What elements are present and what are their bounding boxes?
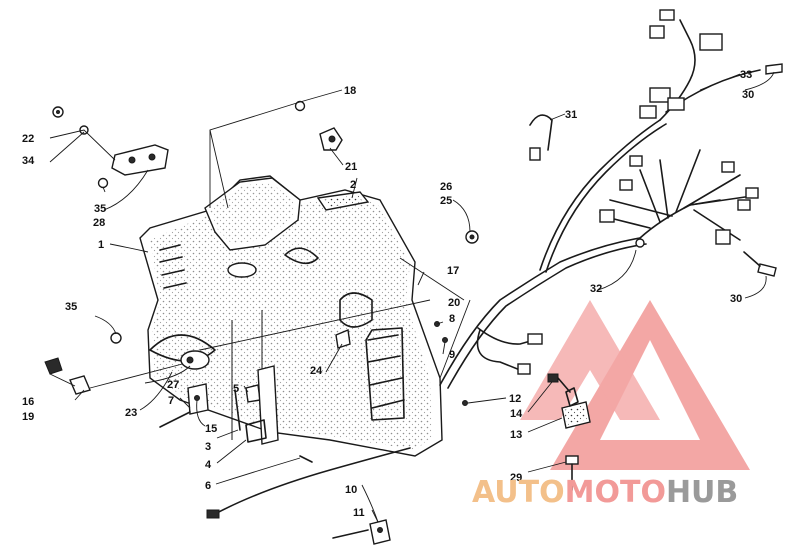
callout-8: 8	[449, 313, 455, 325]
connector-11	[332, 519, 391, 545]
callout-14: 14	[510, 408, 523, 420]
cable-31	[529, 114, 667, 273]
callout-1: 1	[98, 239, 104, 251]
callout-5: 5	[233, 383, 239, 395]
callout-35-left: 35	[65, 301, 77, 313]
lamp-16	[44, 357, 63, 375]
watermark-logo-icon	[520, 300, 750, 470]
gauge-bezel	[316, 191, 370, 211]
callout-4: 4	[205, 459, 212, 471]
upper-harness-33	[639, 9, 761, 121]
callout-24: 24	[310, 365, 323, 377]
callout-labels: 1 2 3 4 5 6 7 8 9 10 11 12 13 14 15 16 1…	[22, 69, 754, 519]
callout-15: 15	[205, 423, 217, 435]
switch-21	[319, 127, 343, 151]
callout-22: 22	[22, 133, 34, 145]
callout-16: 16	[22, 396, 34, 408]
mount-bracket	[111, 144, 169, 176]
callout-26: 26	[440, 181, 452, 193]
callout-19: 19	[22, 411, 34, 423]
callout-18: 18	[344, 85, 356, 97]
console-housing	[139, 175, 443, 457]
callout-9: 9	[449, 349, 455, 361]
terminal-30-bottom	[743, 251, 777, 277]
callout-20: 20	[448, 297, 460, 309]
nut-26	[465, 230, 479, 244]
callout-30-bottom: 30	[730, 293, 742, 305]
callout-31: 31	[565, 109, 577, 121]
nut-35-top	[97, 177, 109, 189]
terminal-30-top	[765, 63, 783, 75]
screw-12	[462, 400, 468, 406]
key-3	[234, 389, 241, 431]
connector-14	[547, 373, 571, 393]
callout-7: 7	[168, 395, 174, 407]
callout-3: 3	[205, 441, 211, 453]
watermark-part-auto: AUTO	[472, 475, 565, 510]
callout-32: 32	[590, 283, 602, 295]
callout-10: 10	[345, 484, 357, 496]
callout-25: 25	[440, 195, 452, 207]
wiring-harness-20	[439, 237, 647, 389]
watermark-text: AUTOMOTOHUB	[472, 475, 738, 510]
clip-5	[245, 384, 261, 403]
nut-22	[52, 106, 64, 118]
callout-29: 29	[510, 472, 522, 484]
screw-9	[442, 337, 448, 343]
watermark-part-moto: MOTO	[565, 475, 666, 510]
callout-2: 2	[350, 179, 356, 191]
socket-19	[69, 361, 191, 395]
callout-30-top: 30	[742, 89, 754, 101]
watermark-auto: AUTOMOTOHUB	[472, 475, 738, 510]
callout-13: 13	[510, 429, 522, 441]
plate-4	[245, 365, 279, 445]
callout-33: 33	[740, 69, 752, 81]
fastener-24	[335, 329, 351, 349]
callout-17: 17	[447, 265, 459, 277]
switch-assembly-13	[561, 387, 591, 429]
callout-35-top: 35	[94, 203, 106, 215]
bracket-15	[187, 383, 209, 415]
watermark-part-hub: HUB	[666, 475, 738, 510]
callout-6: 6	[205, 480, 211, 492]
bolt-29	[565, 455, 579, 491]
socket-27	[180, 350, 210, 370]
ground-cable-6	[206, 447, 411, 519]
callout-12: 12	[509, 393, 521, 405]
callout-27: 27	[167, 379, 179, 391]
callout-21: 21	[345, 161, 357, 173]
harness-branches-32	[599, 149, 759, 248]
callout-23: 23	[125, 407, 137, 419]
callout-11: 11	[353, 507, 365, 519]
grommet-35-left	[110, 332, 122, 344]
grommet-18	[294, 100, 306, 112]
leader-lines	[49, 71, 775, 523]
screw-7	[159, 411, 191, 428]
callout-34: 34	[22, 155, 35, 167]
callout-28: 28	[93, 217, 105, 229]
